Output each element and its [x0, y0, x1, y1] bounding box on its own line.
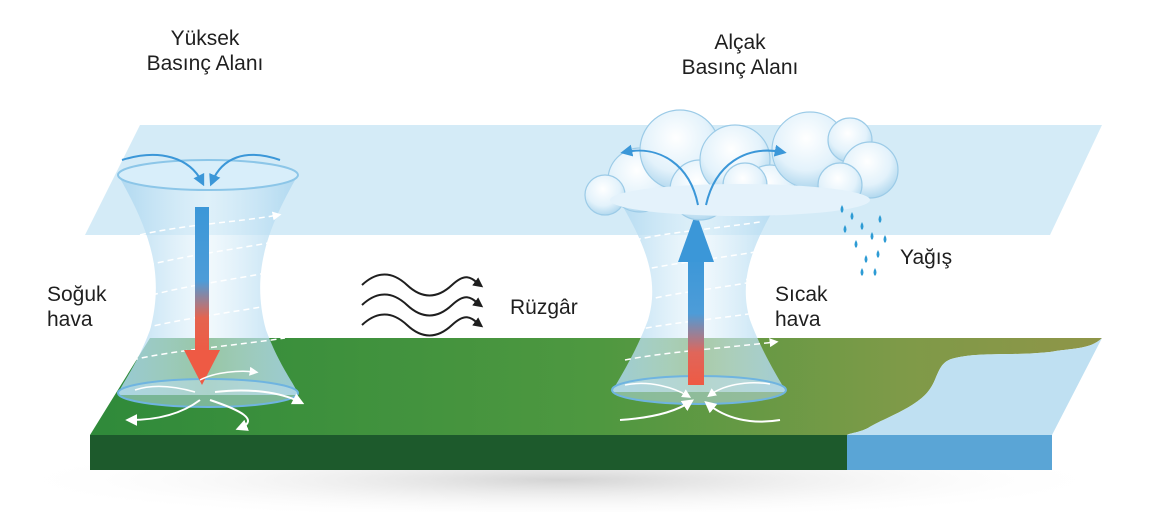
high-pressure-column [117, 153, 305, 431]
wind-label: Rüzgâr [510, 296, 578, 319]
low-pressure-column [611, 205, 787, 423]
wind-arrows [361, 273, 484, 337]
warm-air-label-line1: Sıcak [775, 283, 828, 306]
high-pressure-label-line1: Yüksek [170, 27, 240, 50]
precipitation-label: Yağış [900, 246, 953, 269]
low-pressure-label: Alçak Basınç Alanı [682, 30, 799, 80]
cold-air-label-line1: Soğuk [47, 283, 107, 306]
outflow-right-arrow [705, 144, 787, 206]
land-front-face [90, 435, 847, 470]
low-pressure-label-line2: Basınç Alanı [681, 56, 799, 79]
cold-air-label: Soğuk hava [47, 282, 107, 332]
sea-front-face [847, 435, 1052, 470]
high-pressure-label: Yüksek Basınç Alanı [147, 26, 264, 76]
warm-air-label: Sıcak hava [775, 282, 828, 332]
outflow-left-arrow [620, 144, 699, 206]
sea-surface [847, 338, 1102, 435]
cold-air-label-line2: hava [47, 308, 93, 331]
low-pressure-label-line1: Alçak [714, 31, 766, 54]
land-surface [90, 338, 1102, 435]
cloud-group [584, 109, 899, 221]
high-pressure-label-line2: Basınç Alanı [146, 52, 264, 75]
warm-air-label-line2: hava [775, 308, 821, 331]
rain-drops [840, 205, 887, 276]
